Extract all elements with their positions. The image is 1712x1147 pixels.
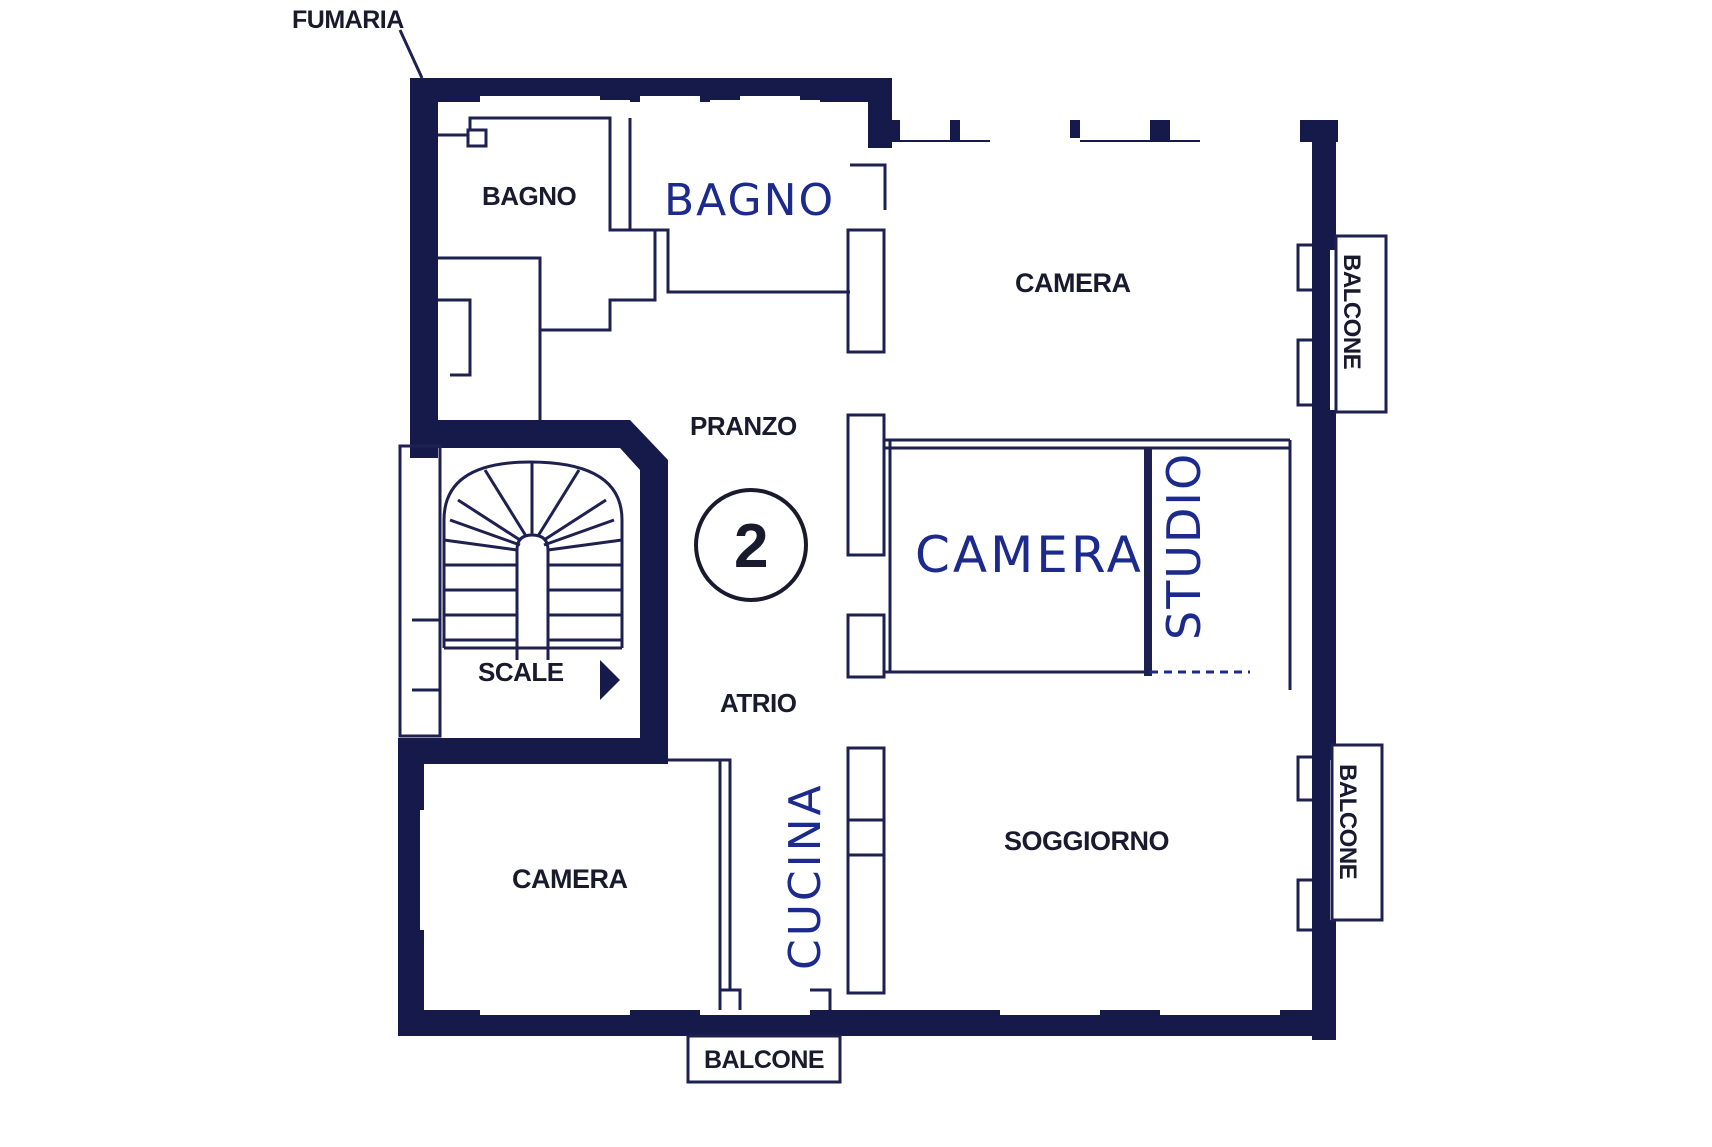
room-label-camera-handwritten: CAMERA — [915, 526, 1144, 584]
balcony-label-right-bottom: BALCONE — [1334, 764, 1361, 880]
studio-partition — [1144, 448, 1152, 676]
chimney-marker — [466, 128, 488, 148]
room-label-atrio: ATRIO — [720, 688, 797, 718]
interior-partitions — [398, 116, 1312, 1010]
room-label-cucina-handwritten: CUCINA — [780, 782, 831, 970]
balcony-right-top — [1334, 234, 1388, 414]
fumaria-leader — [398, 29, 424, 79]
room-label-scale: SCALE — [478, 657, 564, 687]
stair-direction-arrow — [600, 660, 620, 700]
unit-number-circle — [694, 488, 808, 602]
staircase — [442, 460, 624, 660]
balcony-label-bottom: BALCONE — [704, 1046, 824, 1074]
fumaria-label: FUMARIA — [292, 6, 404, 34]
balcony-right-bottom — [1330, 743, 1384, 922]
unit-number: 2 — [734, 512, 768, 581]
room-label-studio-handwritten: STUDIO — [1157, 452, 1211, 640]
room-label-pranzo: PRANZO — [690, 411, 797, 441]
room-label-bagno-handwritten: BAGNO — [664, 175, 835, 226]
balcony-bottom — [686, 1034, 842, 1084]
room-label-bagno: BAGNO — [482, 181, 577, 211]
balcony-label-right-top: BALCONE — [1338, 254, 1365, 370]
room-label-soggiorno: SOGGIORNO — [1004, 826, 1169, 856]
room-label-camera-top: CAMERA — [1015, 268, 1131, 298]
room-label-camera-bottom: CAMERA — [512, 864, 628, 894]
